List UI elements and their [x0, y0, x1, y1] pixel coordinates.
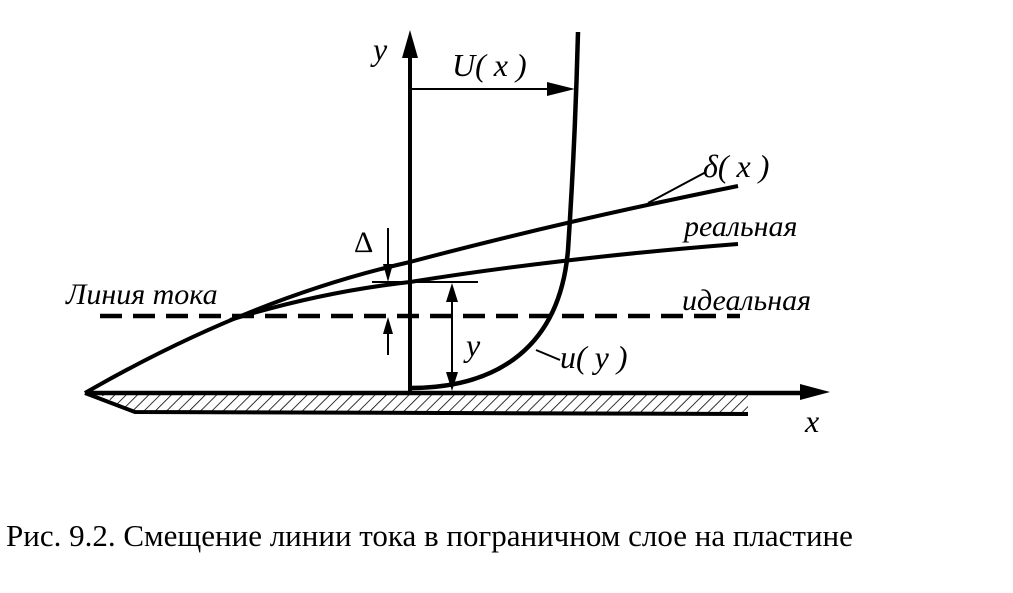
thickness-leader-line [647, 171, 707, 204]
plate-hatching [100, 395, 748, 412]
boundary-layer-thickness-curve [84, 184, 739, 395]
x-axis-label: x [804, 403, 819, 439]
real-streamline-label: реальная [682, 210, 797, 243]
plate-bottom-edge [84, 391, 749, 416]
outer-velocity-arrowhead [547, 82, 575, 96]
x-axis-arrowhead [800, 384, 830, 400]
y-axis-arrowhead [402, 30, 418, 58]
velocity-profile-label: u( y ) [560, 339, 628, 375]
delta-arrow-lower-head [383, 317, 393, 334]
thickness-label: δ( x ) [703, 148, 769, 184]
streamline-label: Линия тока [65, 278, 218, 311]
y-distance-arrow-bottom-head [446, 372, 458, 391]
ideal-streamline-label: идеальная [682, 284, 811, 317]
delta-arrow-upper-head [383, 264, 393, 282]
real-streamline [229, 242, 739, 322]
figure-caption: Рис. 9.2. Смещение линии тока в погранич… [6, 518, 853, 553]
outer-velocity-label: U( x ) [452, 47, 527, 83]
y-axis-label: y [370, 31, 388, 67]
velocity-profile-curve [409, 31, 581, 391]
delta-label: Δ [354, 226, 373, 259]
y-distance-label: y [463, 327, 481, 363]
y-distance-arrow-top-head [446, 283, 458, 302]
profile-leader-line [535, 349, 561, 361]
